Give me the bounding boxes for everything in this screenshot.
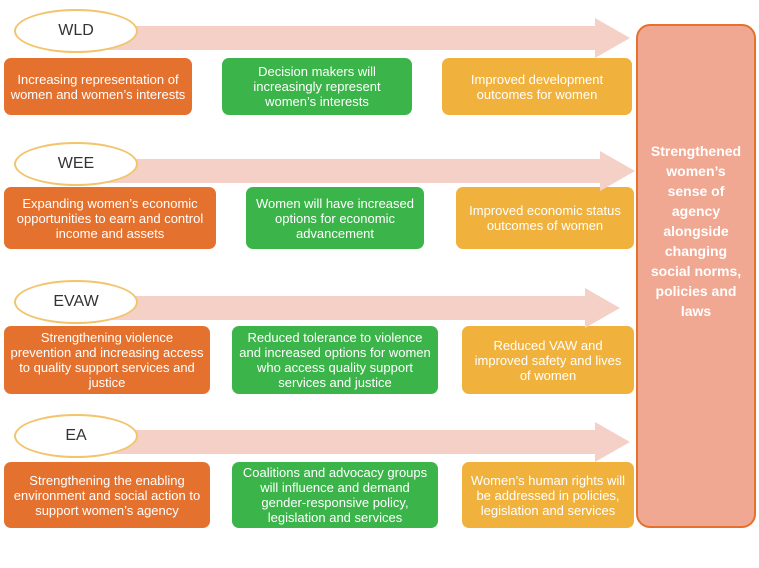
outcome-box: Improved economic status outcomes of wom… <box>456 187 634 249</box>
arrow-right-icon <box>90 288 620 328</box>
output-box: Reduced tolerance to violence and increa… <box>232 326 438 394</box>
area-label: EA <box>14 414 138 458</box>
row-ea: EA Strengthening the enabling environmen… <box>0 412 640 547</box>
input-box: Expanding women’s economic opportunities… <box>4 187 216 249</box>
row-wee: WEE Expanding women’s economic opportuni… <box>0 137 640 272</box>
area-label: EVAW <box>14 280 138 324</box>
final-outcome-panel: Strengthened women’s sense of agency alo… <box>636 24 756 528</box>
outcome-box: Reduced VAW and improved safety and live… <box>462 326 634 394</box>
input-box: Strengthening violence prevention and in… <box>4 326 210 394</box>
area-label: WEE <box>14 142 138 186</box>
final-outcome-text: Strengthened women’s sense of agency alo… <box>650 143 742 319</box>
input-box: Strengthening the enabling environment a… <box>4 462 210 528</box>
output-box: Women will have increased options for ec… <box>246 187 424 249</box>
input-box: Increasing representation of women and w… <box>4 58 192 115</box>
outcome-box: Improved development outcomes for women <box>442 58 632 115</box>
arrow-right-icon <box>90 422 630 462</box>
row-wld: WLD Increasing representation of women a… <box>0 0 640 135</box>
row-evaw: EVAW Strengthening violence prevention a… <box>0 278 640 413</box>
output-box: Decision makers will increasingly repres… <box>222 58 412 115</box>
outcome-box: Women’s human rights will be addressed i… <box>462 462 634 528</box>
area-label: WLD <box>14 9 138 53</box>
output-box: Coalitions and advocacy groups will infl… <box>232 462 438 528</box>
arrow-right-icon <box>90 18 630 58</box>
arrow-right-icon <box>90 151 635 191</box>
